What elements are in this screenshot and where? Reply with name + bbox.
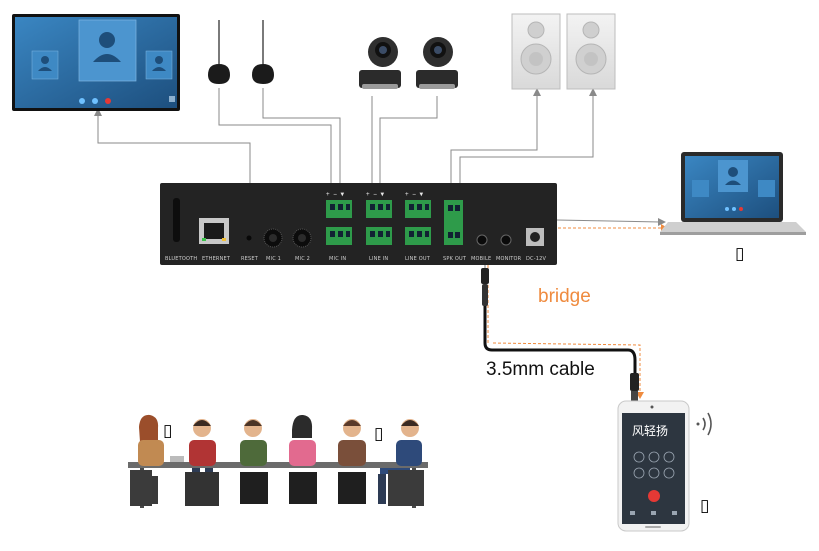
ethernet-port-label: ETHERNET (202, 256, 231, 262)
line-in-label: LINE IN (369, 256, 389, 262)
meeting-table-people (128, 414, 428, 508)
line-out-label: LINE OUT (405, 256, 430, 262)
line-out-terminal-signs: + − ▼ (405, 191, 424, 198)
spk-out-label: SPK OUT (443, 256, 467, 262)
cable-label: 3.5mm cable (486, 359, 595, 380)
dc-label: DC-12V (526, 256, 547, 262)
reset-label: RESET (241, 256, 259, 262)
ceiling-microphones (208, 20, 274, 84)
reset-hole (246, 235, 252, 241)
line-in-terminal (366, 200, 392, 245)
bluetooth-antenna (173, 198, 180, 242)
phone-box-glyph: ▯ (700, 496, 710, 516)
mic1-label: MIC 1 (266, 256, 282, 262)
audio-cable (481, 258, 639, 401)
monitor-jack (500, 234, 512, 246)
mobile-jack (476, 234, 488, 246)
audio-bridge-device (160, 183, 557, 265)
spk-out-terminal (444, 200, 463, 245)
mic-in-label: MIC IN (329, 256, 347, 262)
connection-wires (94, 88, 666, 226)
smartphone (617, 400, 690, 532)
hangup-icon (648, 490, 660, 502)
mic-in-terminal (326, 200, 352, 245)
mic2-label: MIC 2 (295, 256, 311, 262)
conference-monitor (12, 14, 180, 111)
mic-in-terminal-signs: + − ▼ (326, 191, 345, 198)
bluetooth-port-label: BLUETOOTH (165, 256, 198, 262)
speakers (511, 13, 616, 90)
person-left-box-glyph: ▯ (163, 421, 173, 441)
phone-contact-name: 风轻扬 (632, 424, 669, 438)
wireless-signal-icon (696, 412, 712, 436)
person-right-box-glyph: ▯ (374, 424, 384, 444)
mobile-label: MOBILE (471, 256, 492, 262)
line-in-terminal-signs: + − ▼ (366, 191, 385, 198)
laptop (660, 152, 806, 235)
bridge-label: bridge (538, 286, 591, 307)
monitor-label: MONITOR (496, 256, 522, 262)
ptz-cameras (359, 37, 458, 89)
laptop-box-glyph: ▯ (735, 244, 745, 264)
line-out-terminal (405, 200, 431, 245)
